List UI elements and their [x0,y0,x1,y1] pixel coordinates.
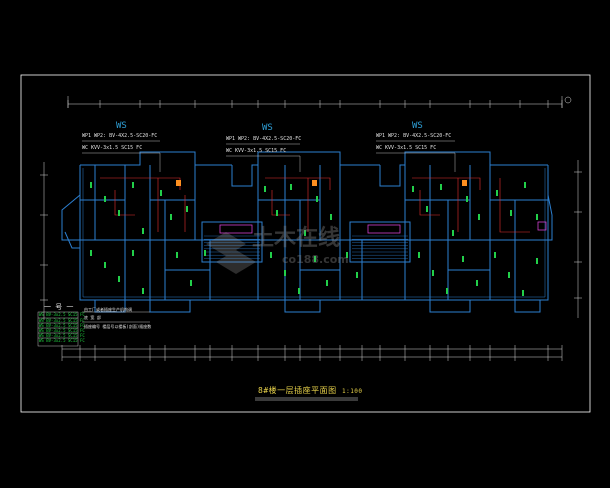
watermark-logo-icon [206,232,256,274]
drawing-title-text: 8#楼一层插座平面图 [258,386,337,395]
bottom-dimension-ticks [61,345,563,361]
stair-markers [219,221,547,234]
socket-icon [132,250,134,256]
panel-label-ws-3: WS [412,121,423,131]
distribution-panels [176,180,467,186]
top-dimension-line [67,96,563,108]
socket-icon [90,250,92,256]
watermark-url: co188.com [282,253,349,266]
socket-icon [524,182,526,188]
panel-label-ws-1: WS [116,121,127,131]
socket-icon [304,230,306,236]
legend-row: WS BV-3x2.5 SC15 FC [39,333,85,338]
legend-row: WS BV-3x2.5 SC15 FC [39,328,85,333]
socket-icon [160,190,162,196]
socket-icon [142,228,144,234]
socket-icon [186,206,188,212]
socket-icon [432,270,434,276]
socket-icon [478,214,480,220]
panel-2-cable-wc: WC KVV-3x1.5 SC15 FC [226,148,287,154]
socket-icon [190,280,192,286]
panel-3-cable-wp: WP1 WP2: BV-4X2.5-SC20-FC [376,133,452,139]
socket-icon [440,184,442,190]
legend-title: 一 号 一 [44,303,74,311]
socket-icon [496,190,498,196]
socket-icon [176,252,178,258]
legend-row: WS BV-3x2.5 SC15 FC [39,323,85,328]
socket-icon [316,196,318,202]
socket-icon [536,258,538,264]
socket-icon [284,270,286,276]
socket-icon [270,252,272,258]
socket-icon [452,230,454,236]
socket-icon [462,256,464,262]
legend-note-1: 由工厂或者插座生产机构调 [84,307,132,312]
socket-icon [536,214,538,220]
socket-icon [132,182,134,188]
socket-icon [476,280,478,286]
socket-icon [418,252,420,258]
side-dimension-lines [40,160,582,320]
socket-icon [90,182,92,188]
socket-icon [426,206,428,212]
socket-icon [330,214,332,220]
socket-icon [264,186,266,192]
bottom-dimension-line [62,348,562,358]
legend-note-2: 插座编号 楼层号以楼板(剖面)插座数 [84,324,152,329]
socket-icon [104,196,106,202]
socket-icon [346,252,348,258]
socket-icon [466,196,468,202]
legend-box [37,311,150,347]
callout-leaders [82,140,456,172]
socket-icon [446,288,448,294]
stair-treads [204,235,408,259]
drawing-scale: 1:100 [341,388,363,395]
socket-icon [508,272,510,278]
building-walls [61,151,553,313]
socket-symbols [90,182,538,296]
socket-icon [494,252,496,258]
socket-icon [290,184,292,190]
socket-icon [276,210,278,216]
watermark-text: 土木在线 [252,226,341,251]
panel-1-cable-wc: WC KVV-3x1.5 SC15 FC [82,145,143,151]
socket-icon [118,276,120,282]
title-underline [255,397,358,401]
panel-2-cable-wp: WP1 WP2: BV-4X2.5-SC20-FC [226,136,302,142]
socket-icon [142,288,144,294]
legend-row: WS BV-3x2.5 SC15 FC [39,312,85,317]
legend-row: WS BV-3x2.5 SC15 FC [39,338,85,343]
top-dimension-ticks [67,100,563,108]
socket-icon [170,214,172,220]
socket-icon [522,290,524,296]
panel-3-cable-wc: WC KVV-3x1.5 SC15 FC [376,145,437,151]
legend-row: WS BV-3x2.5 SC15 FC [39,318,85,323]
socket-icon [356,272,358,278]
panel-label-ws-2: WS [262,123,273,133]
socket-icon [204,250,206,256]
socket-icon [314,256,316,262]
socket-icon [298,288,300,294]
panel-1-cable-wp: WP1 WP2: BV-4X2.5-SC20-FC [82,133,158,139]
socket-icon [118,210,120,216]
legend-note-3: 底 宽 部 [84,315,101,320]
north-arrow-icon [564,96,572,104]
socket-icon [412,186,414,192]
drawing-title: 8#楼一层插座平面图 1:100 [258,387,363,395]
socket-icon [326,280,328,286]
socket-icon [104,262,106,268]
drawing-frame [20,74,591,413]
socket-icon [510,210,512,216]
